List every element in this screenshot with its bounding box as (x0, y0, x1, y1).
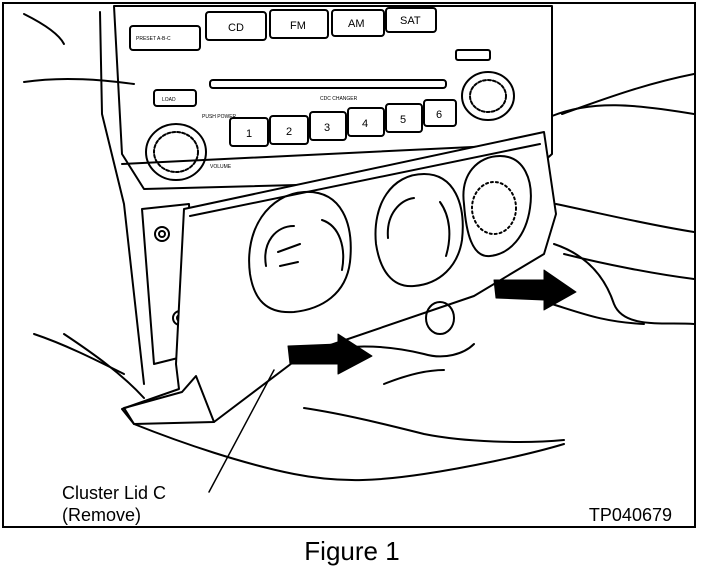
volume-knob (145, 123, 207, 181)
sat-button-label: SAT (400, 15, 421, 27)
source-button-row (205, 7, 437, 41)
center-hole (425, 301, 455, 335)
preset-abc-button (129, 25, 201, 51)
right-climate-opening (462, 155, 532, 258)
action-label: (Remove) (62, 505, 142, 525)
preset-3-label: 3 (324, 122, 330, 134)
cluster-lid-c (121, 131, 557, 425)
middle-vent-opening (374, 173, 464, 288)
push-power-label: PUSH POWER (202, 114, 237, 120)
load-button (153, 89, 197, 107)
preset-1-label: 1 (246, 128, 252, 140)
reference-code: TP040679 (588, 505, 672, 525)
callout-leader-line (208, 369, 275, 493)
arrow-right-upper (493, 269, 577, 311)
volume-label: VOLUME (210, 164, 232, 170)
part-name-label: Cluster Lid C (62, 483, 167, 503)
preset-5-label: 5 (400, 114, 406, 126)
preset-6-label: 6 (436, 109, 442, 121)
left-vent-opening (248, 190, 352, 314)
removal-arrows (287, 269, 577, 375)
technician-hands (63, 104, 694, 482)
am-button-label: AM (348, 18, 365, 30)
preset-button-row (229, 99, 457, 147)
tuning-knob (461, 71, 515, 121)
figure-frame: CD FM AM SAT PRESET A-B-C LOAD CDC CHANG… (2, 2, 696, 528)
preset-4-label: 4 (362, 118, 368, 130)
preset-abc-label: PRESET A-B-C (136, 36, 171, 42)
eject-button (455, 49, 491, 61)
load-label: LOAD (162, 97, 176, 103)
radio-head-unit (113, 5, 553, 190)
screw (154, 226, 170, 242)
arrow-right-lower (287, 333, 373, 375)
cd-button-label: CD (228, 22, 244, 34)
figure-caption: Figure 1 (304, 536, 400, 566)
preset-2-label: 2 (286, 126, 292, 138)
changer-label: CDC CHANGER (320, 96, 358, 102)
fm-button-label: FM (290, 20, 306, 32)
cd-slot (209, 79, 447, 89)
removal-illustration: CD FM AM SAT PRESET A-B-C LOAD CDC CHANG… (23, 5, 694, 493)
